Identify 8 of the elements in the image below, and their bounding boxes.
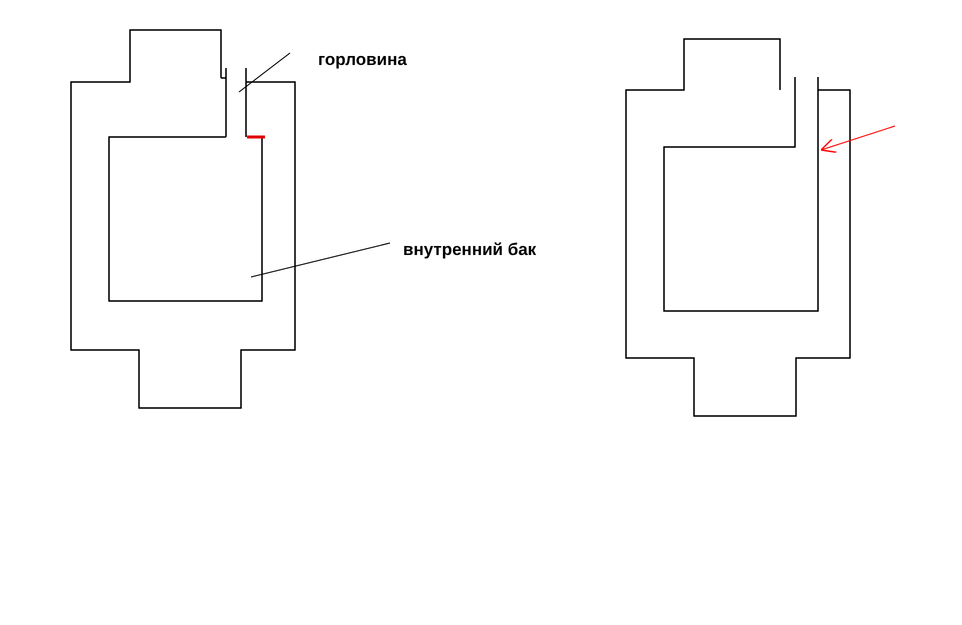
- part-label: внутренний бак: [403, 240, 536, 260]
- leader-line: [250, 242, 390, 278]
- inner-tank-drawing: [108, 136, 263, 302]
- inner-tank-drawing: [663, 77, 819, 312]
- part-label: горловина: [318, 50, 407, 70]
- arrow: [820, 126, 896, 154]
- neck-pipe-drawing: [225, 67, 247, 138]
- leader-line: [238, 52, 290, 92]
